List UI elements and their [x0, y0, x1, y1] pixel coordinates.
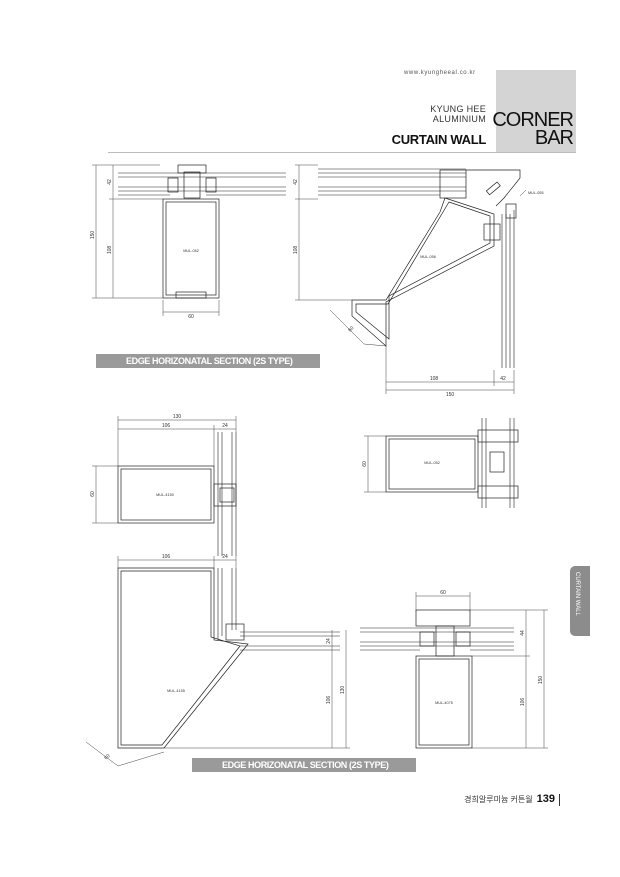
drawing-5-corner-transom: 106 24 24 106 130 60 MUL-4155 — [85, 554, 350, 767]
d6-dim-top: 44 — [520, 630, 526, 636]
page-number: 139 — [536, 793, 555, 805]
drawing-3-transom: 130 106 24 60 MUL-4150 — [90, 414, 237, 556]
d2-dim-bottom-right: 42 — [500, 376, 506, 382]
product-title: CURTAIN WALL — [391, 132, 487, 147]
website-url: www.kyungheeal.co.kr — [404, 70, 476, 76]
section-bar-bottom: EDGE HORIZONATAL SECTION (2S TYPE) — [192, 758, 416, 772]
d5-dim-side: 24 — [326, 638, 332, 644]
section-title-line-1: CORNER — [492, 109, 574, 131]
drawing-6-mullion-2s: 60 44 106 150 MUL-4075 — [360, 590, 548, 749]
drawing-4-transom: 60 MUL-052 — [362, 418, 519, 508]
drawing-2-corner-mullion: 42 108 60 108 42 150 MUL-056 MUL-055 — [293, 164, 544, 398]
d6-dim-total: 150 — [538, 676, 544, 685]
drawing-1-straight-mullion: 150 42 108 60 MUL-052 — [90, 164, 286, 320]
company-line-1: KYUNG HEE — [430, 104, 486, 114]
section-title-line-2: BAR — [534, 127, 574, 149]
d6-part-label: MUL-4075 — [435, 701, 453, 705]
d3-dim-total: 130 — [173, 414, 182, 420]
footer-text: 경희알루미늄 커튼월 — [464, 795, 533, 804]
footer-divider — [559, 793, 560, 806]
section-bar-top: EDGE HORIZONATAL SECTION (2S TYPE) — [96, 354, 320, 368]
d1-dim-top: 42 — [107, 179, 113, 185]
side-chapter-tab[interactable]: CURTAIN WALL — [570, 566, 590, 636]
company-line-2: ALUMINIUM — [432, 114, 486, 124]
d4-part-label: MUL-052 — [424, 461, 440, 465]
d2-dim-top: 42 — [293, 179, 299, 185]
d1-part-label: MUL-052 — [183, 249, 199, 253]
section-title-box: CORNER BAR — [492, 70, 576, 152]
d1-dim-body: 108 — [107, 246, 113, 255]
d5-dim-body: 106 — [326, 696, 332, 705]
d3-dim-right: 24 — [222, 423, 228, 429]
d6-dim-width: 60 — [440, 590, 446, 596]
d2-dim-body: 108 — [293, 246, 299, 255]
d5-dim-total: 130 — [340, 686, 346, 695]
company-name: KYUNG HEE ALUMINIUM — [430, 104, 486, 124]
d5-dim-diag: 60 — [103, 753, 111, 761]
d3-part-label: MUL-4150 — [156, 493, 174, 497]
d3-dim-left: 106 — [162, 423, 171, 429]
d1-dim-total: 150 — [90, 231, 96, 240]
d6-dim-body: 106 — [520, 698, 526, 707]
d2-dim-diag: 60 — [347, 325, 355, 333]
d5-dim-left: 106 — [162, 554, 171, 560]
d3-dim-height: 60 — [90, 491, 96, 497]
d2-dim-total: 150 — [446, 392, 455, 398]
header-rule — [108, 152, 576, 153]
d4-dim-height: 60 — [362, 461, 368, 467]
d5-dim-right: 24 — [222, 554, 228, 560]
d2-part-side: MUL-055 — [528, 191, 544, 195]
d2-part-main: MUL-056 — [420, 255, 436, 259]
d2-dim-bottom-left: 108 — [430, 376, 439, 382]
d5-part-label: MUL-4155 — [167, 689, 185, 693]
side-tab-label: CURTAIN WALL — [574, 572, 580, 616]
d1-dim-width: 60 — [188, 314, 194, 320]
